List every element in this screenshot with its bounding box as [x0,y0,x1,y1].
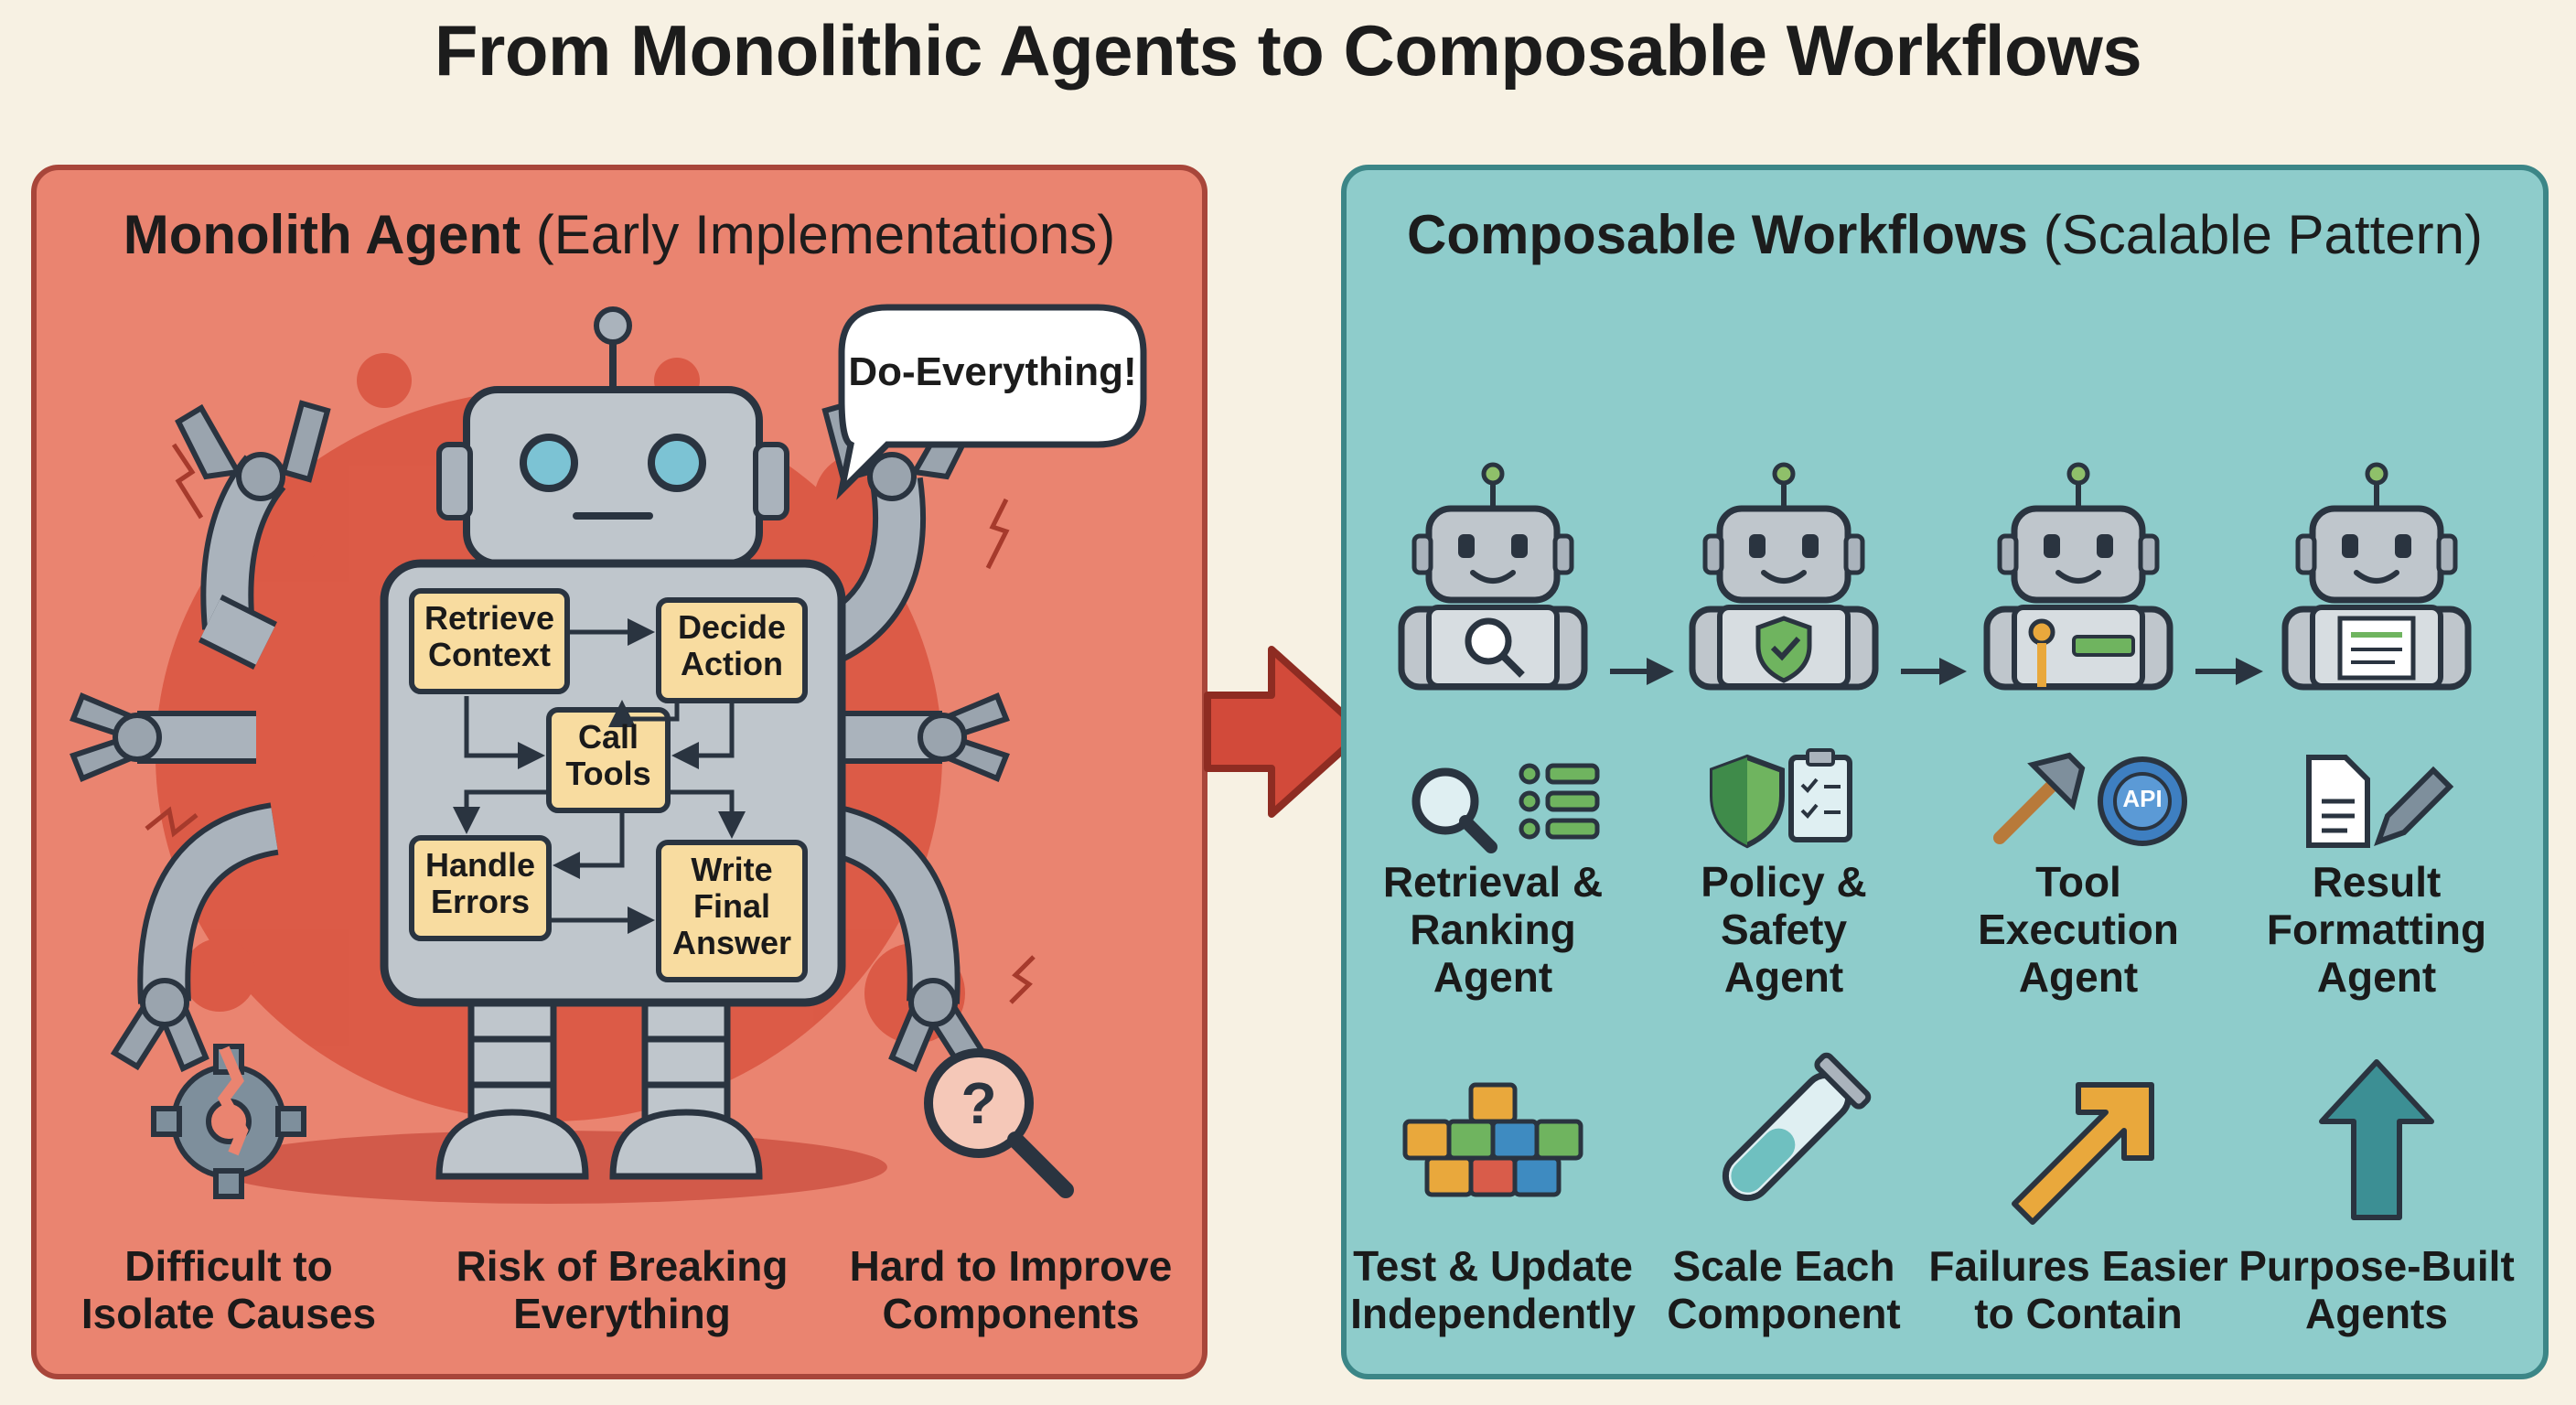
composable-panel: Composable Workflows (Scalable Pattern) [1341,165,2549,1379]
speech-bubble-text: Do-Everything! [848,349,1137,394]
question-magnifier-icon: ? [924,1048,1074,1198]
monolith-panel-title: Monolith Agent (Early Implementations) [37,203,1202,266]
problem-risk-breaking: Risk of Breaking Everything [456,1242,789,1337]
pencil-icon [2374,766,2454,846]
monolith-title-light: (Early Implementations) [535,204,1116,265]
transition-arrow-icon [1204,646,1367,818]
benefit-failures-contain: Failures Easier to Contain [1928,1242,2228,1337]
magnifier-icon [1411,767,1497,853]
task-call-tools: Call Tools [565,718,651,792]
task-decide-action: Decide Action [677,608,787,682]
document-icon [2306,755,2370,848]
page-title: From Monolithic Agents to Composable Wor… [434,10,2142,91]
api-gear-label: API [2122,785,2163,812]
benefit-purpose-built: Purpose-Built Agents [2238,1242,2515,1337]
task-box-retrieve [409,588,570,694]
composable-title-bold: Composable Workflows [1407,204,2029,265]
test-tube-icon [1722,1052,1872,1202]
monolith-panel: Monolith Agent (Early Implementations) [31,165,1208,1379]
antenna-icon [594,306,632,345]
agent-label-formatting: Result Formatting Agent [2266,858,2487,1001]
checklist-icon [1788,748,1852,842]
benefit-scale-each: Scale Each Component [1667,1242,1901,1337]
agent-label-retrieval: Retrieval & Ranking Agent [1382,858,1604,1001]
robot-legs [435,990,763,1180]
benefit-test-update: Test & Update Independently [1350,1242,1636,1337]
problem-isolate-causes: Difficult to Isolate Causes [80,1242,377,1337]
task-box-handle [409,835,552,941]
composable-title-light: (Scalable Pattern) [2043,204,2483,265]
agent-robot-tool [1987,465,2170,687]
agent-robot-formatting [2285,465,2468,687]
agent-robot-retrieval [1401,465,1584,687]
agent-robot-policy [1692,465,1875,687]
agent-label-tool: Tool Execution Agent [1978,858,2179,1001]
problem-hard-to-improve: Hard to Improve Components [849,1242,1173,1337]
task-handle-errors: Handle Errors [424,846,536,920]
speech-bubble [836,304,1147,500]
arrow-up-right-icon [2012,1082,2154,1225]
hammer-icon [1993,752,2086,844]
shield-icon [1710,754,1785,849]
task-box-write [656,840,808,982]
task-write-final-answer: Write Final Answer [671,851,792,961]
crack-marks [145,443,1036,1004]
monolith-robot-illustration: ? [70,304,1147,1204]
task-flow-arrows [453,618,746,934]
agent-label-policy: Policy & Safety Agent [1701,858,1867,1001]
blocks-icon [1402,1082,1583,1197]
svg-text:?: ? [961,1070,996,1136]
agent-pipeline-illustration [1347,170,2549,1225]
api-gear-icon [2098,756,2187,846]
broken-gear-icon [151,1044,306,1199]
task-retrieve-context: Retrieve Context [424,599,555,673]
monolith-title-bold: Monolith Agent [123,204,521,265]
task-boxes [409,588,808,982]
list-icon [1519,763,1600,840]
arrow-up-icon [2319,1059,2434,1220]
composable-panel-title: Composable Workflows (Scalable Pattern) [1347,203,2543,266]
